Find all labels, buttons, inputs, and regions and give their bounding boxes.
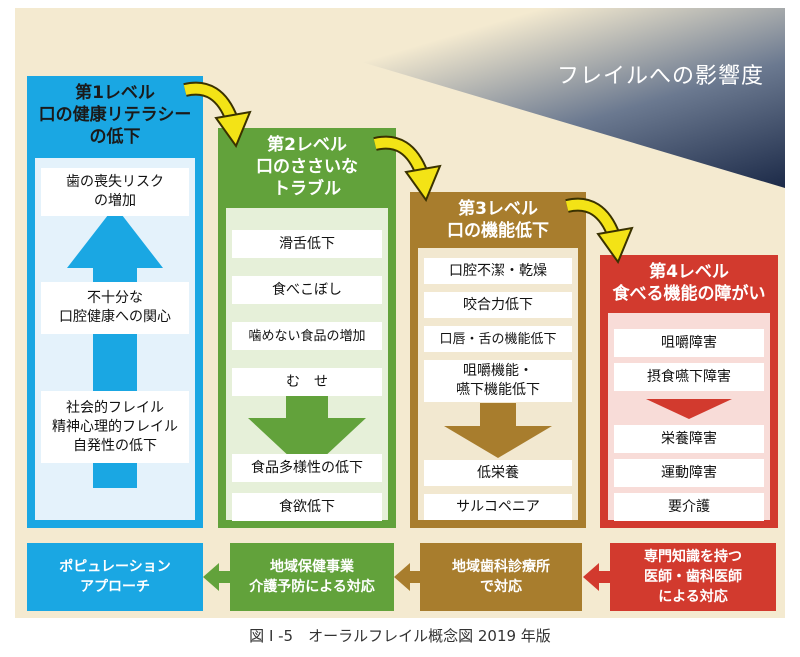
- level-4-title-line2: 食べる機能の障がい: [612, 284, 766, 304]
- level-2-item-6: 食欲低下: [232, 493, 382, 521]
- level-2-item-2: 食べこぼし: [232, 276, 382, 304]
- level-4-item-3: 栄養障害: [614, 425, 764, 453]
- level-3-item-3: 口唇・舌の機能低下: [424, 326, 572, 352]
- level-3-item-4: 咀嚼機能・ 嚥下機能低下: [424, 360, 572, 402]
- level-2-title-line2: 口のささいな: [256, 157, 358, 177]
- approach-level-3: 地域歯科診療所 で対応: [420, 543, 582, 611]
- level-3-down-arrow: [444, 403, 552, 458]
- level-2-title-line1: 第2レベル: [267, 135, 347, 155]
- level-4-down-arrow: [646, 399, 732, 419]
- left-arrow-3-to-2: [394, 563, 422, 591]
- level-4-title-line1: 第4レベル: [649, 262, 729, 282]
- level-1-title-line3: の低下: [89, 127, 141, 147]
- level-4-item-1: 咀嚼障害: [614, 329, 764, 357]
- level-2-title: 第2レベル 口のささいな トラブル: [218, 128, 396, 200]
- level-3-body: 口腔不潔・乾燥 咬合力低下 口唇・舌の機能低下 咀嚼機能・ 嚥下機能低下 低栄養…: [418, 248, 578, 520]
- level-3-item-2: 咬合力低下: [424, 292, 572, 318]
- level-4-column: 第4レベル 食べる機能の障がい 咀嚼障害 摂食嚥下障害 栄養障害 運動障害 要介…: [600, 255, 778, 528]
- curved-arrow-3-to-4: [565, 197, 634, 265]
- approach-level-4: 専門知識を持つ 医師・歯科医師 による対応: [610, 543, 776, 611]
- level-3-item-1: 口腔不潔・乾燥: [424, 258, 572, 284]
- level-2-item-3: 噛めない食品の増加: [232, 322, 382, 350]
- level-1-title: 第1レベル 口の健康リテラシー の低下: [27, 76, 203, 148]
- level-2-item-5: 食品多様性の低下: [232, 454, 382, 482]
- level-2-down-arrow: [248, 368, 366, 473]
- curved-arrow-2-to-3: [373, 135, 442, 203]
- figure-caption: 図 I -5 オーラルフレイル概念図 2019 年版: [249, 627, 551, 645]
- level-1-item-2: 不十分な 口腔健康への関心: [41, 282, 189, 334]
- level-1-title-line1: 第1レベル: [75, 83, 155, 103]
- approach-level-1: ポピュレーション アプローチ: [27, 543, 203, 611]
- level-4-item-2: 摂食嚥下障害: [614, 363, 764, 391]
- level-3-title: 第3レベル 口の機能低下: [410, 192, 586, 242]
- level-3-item-5: 低栄養: [424, 460, 572, 486]
- level-1-item-3: 社会的フレイル 精神心理的フレイル 自発性の低下: [41, 391, 189, 463]
- level-2-column: 第2レベル 口のささいな トラブル 滑舌低下 食べこぼし 噛めない食品の増加 む…: [218, 128, 396, 528]
- level-2-body: 滑舌低下 食べこぼし 噛めない食品の増加 む せ 食品多様性の低下 食欲低下: [226, 208, 388, 521]
- level-2-title-line3: トラブル: [273, 179, 341, 199]
- level-2-item-4: む せ: [232, 368, 382, 396]
- level-3-column: 第3レベル 口の機能低下 口腔不潔・乾燥 咬合力低下 口唇・舌の機能低下 咀嚼機…: [410, 192, 586, 528]
- level-4-item-4: 運動障害: [614, 459, 764, 487]
- level-4-body: 咀嚼障害 摂食嚥下障害 栄養障害 運動障害 要介護: [608, 313, 770, 521]
- level-1-up-arrow: [67, 206, 163, 488]
- approach-level-2: 地域保健事業 介護予防による対応: [230, 543, 394, 611]
- level-1-title-line2: 口の健康リテラシー: [38, 105, 192, 125]
- level-3-title-line1: 第3レベル: [458, 199, 538, 219]
- level-1-body: 歯の喪失リスク の増加 不十分な 口腔健康への関心 社会的フレイル 精神心理的フ…: [35, 158, 195, 520]
- level-4-title: 第4レベル 食べる機能の障がい: [600, 255, 778, 305]
- level-2-item-1: 滑舌低下: [232, 230, 382, 258]
- level-1-item-1: 歯の喪失リスク の増加: [41, 168, 189, 216]
- curved-arrow-1-to-2: [183, 81, 252, 149]
- left-arrow-4-to-3: [583, 563, 611, 591]
- level-4-item-5: 要介護: [614, 493, 764, 521]
- level-3-title-line2: 口の機能低下: [447, 221, 549, 241]
- left-arrow-2-to-1: [203, 563, 231, 591]
- level-3-item-6: サルコペニア: [424, 494, 572, 520]
- level-1-column: 第1レベル 口の健康リテラシー の低下 歯の喪失リスク の増加 不十分な 口腔健…: [27, 76, 203, 528]
- impact-label: フレイルへの影響度: [556, 64, 764, 89]
